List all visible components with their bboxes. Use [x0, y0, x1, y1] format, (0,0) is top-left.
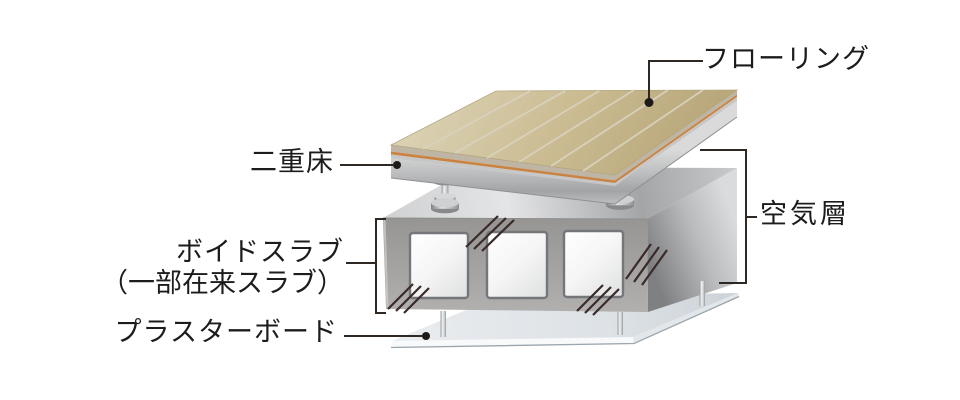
slab-void-holes — [408, 229, 625, 300]
slab-right-face — [647, 168, 737, 312]
flooring-top-face — [389, 89, 739, 176]
flooring-plank-seams — [422, 89, 704, 172]
label-air-layer: 空気層 — [760, 199, 850, 229]
void-hole — [408, 231, 470, 300]
leader-dots — [393, 98, 654, 340]
plasterboard-front-face — [391, 337, 634, 348]
label-plasterboard: プラスターボード — [114, 317, 338, 347]
air-layer-bracket — [700, 149, 757, 284]
label-void-slab: ボイドスラブ — [176, 237, 344, 267]
label-void-slab-note: （一部在来スラブ） — [101, 268, 344, 298]
void-slab-bracket — [375, 218, 386, 314]
void-hole — [562, 229, 625, 299]
double-floor-panel — [389, 89, 739, 205]
hanger-rod — [440, 311, 446, 337]
concrete-hatch-marks — [387, 215, 668, 316]
flooring-leader — [648, 60, 703, 99]
plasterboard-right-face — [633, 293, 739, 344]
label-flooring: フローリング — [702, 44, 870, 74]
floor-layer-beige — [391, 90, 737, 181]
label-double-floor: 二重床 — [250, 147, 334, 177]
void-hole — [485, 230, 549, 300]
hanger-rods — [440, 281, 705, 337]
hanger-rod — [699, 281, 705, 306]
flooring-leader-dot — [644, 98, 654, 107]
double-floor-leader-dot — [393, 161, 401, 169]
leader-lines — [340, 60, 757, 337]
hanger-rod — [617, 312, 623, 335]
plasterboard-leader-dot — [422, 332, 430, 340]
